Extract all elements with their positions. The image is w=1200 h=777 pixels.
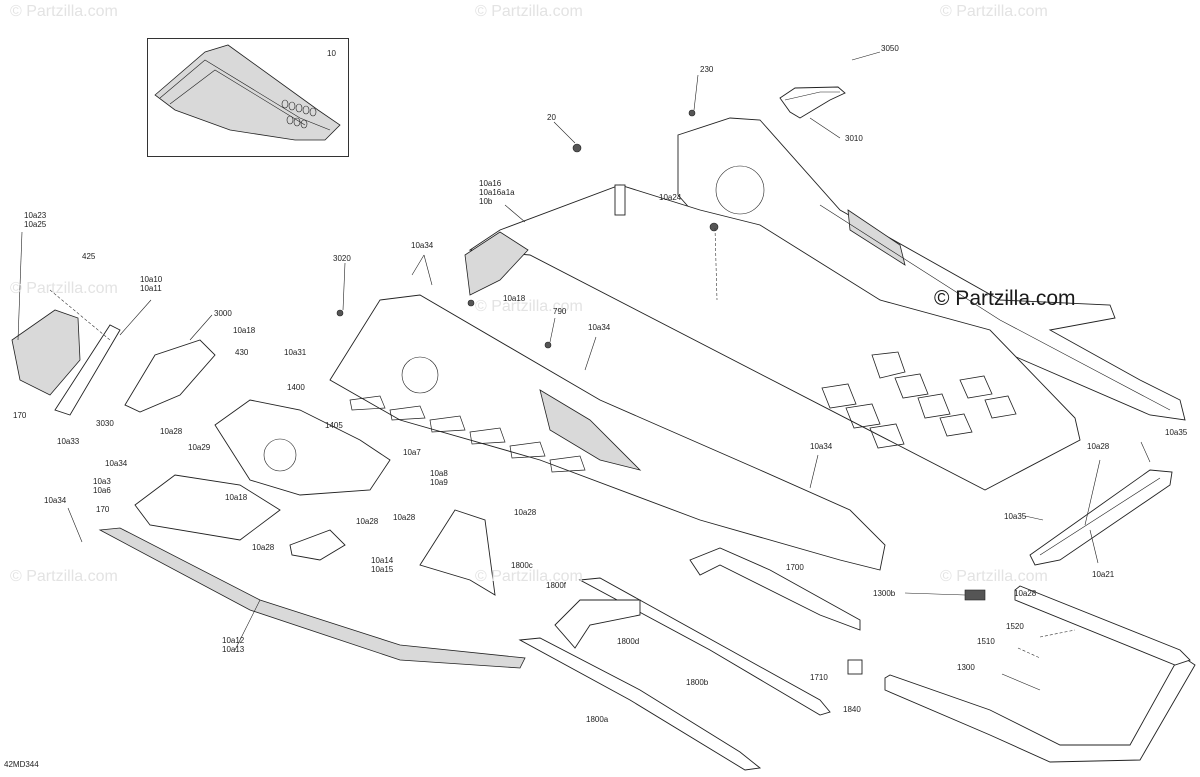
callout-10a28-d: 10a28	[393, 513, 416, 522]
tunnel-left-wall	[329, 294, 886, 571]
callout-10a34-c: 10a34	[105, 459, 128, 468]
front-running-board	[98, 527, 526, 669]
callout-10a34-d: 10a34	[44, 496, 67, 505]
watermark-5: © Partzilla.com	[475, 298, 583, 315]
diagram-code: 42MD344	[4, 760, 39, 769]
callout-10a34-b: 10a34	[588, 323, 611, 332]
partzilla-brand: © Partzilla.com	[934, 287, 1076, 310]
callout-10a18-a: 10a18	[503, 294, 526, 303]
callout-230: 230	[700, 65, 714, 74]
inset-frame	[147, 38, 349, 157]
leader-lines	[17, 51, 1151, 691]
callout-1300b: 1300b	[873, 589, 896, 598]
callout-10a34-a: 10a34	[411, 241, 434, 250]
callout-3000: 3000	[214, 309, 232, 318]
callout-790: 790	[553, 307, 567, 316]
bracket-3010	[779, 86, 846, 119]
callout-1700: 1700	[786, 563, 804, 572]
callout-425: 425	[82, 252, 96, 261]
watermark-6: © Partzilla.com	[10, 568, 118, 585]
left-side-brackets	[11, 309, 496, 596]
callout-10a33: 10a33	[57, 437, 80, 446]
callout-10a31: 10a31	[284, 348, 307, 357]
callout-1300: 1300	[957, 663, 975, 672]
watermark-1: © Partzilla.com	[10, 3, 118, 20]
watermark-8: © Partzilla.com	[940, 568, 1048, 585]
watermark-2: © Partzilla.com	[475, 3, 583, 20]
callout-10a3: 10a3 10a6	[93, 477, 111, 495]
callout-10a21: 10a21	[1092, 570, 1115, 579]
clips	[336, 109, 986, 675]
callout-10a28-b: 10a28	[356, 517, 379, 526]
callout-10a23: 10a23 10a25	[24, 211, 47, 229]
rear-bumper-rail	[1029, 469, 1173, 566]
callout-10a16: 10a16 10a16a1a 10b	[479, 179, 515, 206]
callout-1400: 1400	[287, 383, 305, 392]
callout-10a28-a: 10a28	[160, 427, 183, 436]
callout-10a12: 10a12 10a13	[222, 636, 245, 654]
callout-1800f: 1800f	[546, 581, 567, 590]
rail-parts-1800	[518, 577, 831, 771]
callout-10a10: 10a10 10a11	[140, 275, 163, 293]
callout-1405: 1405	[325, 421, 343, 430]
callout-10a28-e: 10a28	[514, 508, 537, 517]
callout-3050: 3050	[881, 44, 899, 53]
tunnel-top-panel	[464, 184, 1081, 491]
callout-1520: 1520	[1006, 622, 1024, 631]
callout-170-a: 170	[13, 411, 27, 420]
bumper-1300	[884, 585, 1196, 763]
callout-1800a: 1800a	[586, 715, 609, 724]
callout-10a8: 10a8 10a9	[430, 469, 448, 487]
callout-1840: 1840	[843, 705, 861, 714]
callout-20: 20	[547, 113, 556, 122]
callout-3010: 3010	[845, 134, 863, 143]
callout-170-b: 170	[96, 505, 110, 514]
watermark-3: © Partzilla.com	[940, 3, 1048, 20]
callout-10a35-b: 10a35	[1004, 512, 1027, 521]
watermark-7: © Partzilla.com	[475, 568, 583, 585]
callout-430: 430	[235, 348, 249, 357]
callout-1800b: 1800b	[686, 678, 709, 687]
callout-10a14: 10a14 10a15	[371, 556, 394, 574]
callout-1710: 1710	[810, 673, 828, 682]
callout-1800d: 1800d	[617, 637, 640, 646]
callout-3030: 3030	[96, 419, 114, 428]
callout-10a28-c: 10a28	[252, 543, 275, 552]
callout-3020: 3020	[333, 254, 351, 263]
callout-10a7: 10a7	[403, 448, 421, 457]
callout-1800c: 1800c	[511, 561, 533, 570]
callout-10a28-f: 10a28	[1087, 442, 1110, 451]
callout-10: 10	[327, 49, 336, 58]
callout-10a18-c: 10a18	[225, 493, 248, 502]
callout-10a28-g: 10a28	[1014, 589, 1037, 598]
watermark-4: © Partzilla.com	[10, 280, 118, 297]
callout-10a34-e: 10a34	[810, 442, 833, 451]
callout-10a18-b: 10a18	[233, 326, 256, 335]
part-1700	[689, 547, 861, 631]
callout-1510: 1510	[977, 637, 995, 646]
callout-10a24: 10a24	[659, 193, 682, 202]
inset-tunnel-part	[154, 44, 341, 141]
callout-10a29: 10a29	[188, 443, 211, 452]
callout-10a35-a: 10a35	[1165, 428, 1188, 437]
